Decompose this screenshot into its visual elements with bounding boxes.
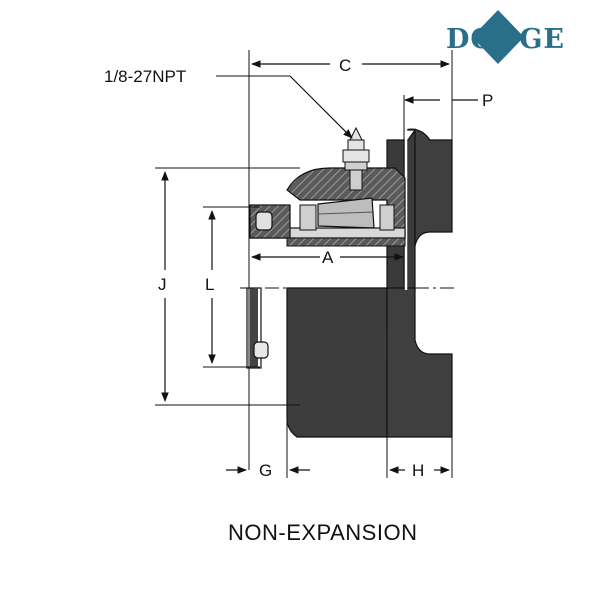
logo-diamond-icon	[472, 10, 524, 64]
dodge-logo: DODGE	[446, 10, 565, 64]
fitting-label: 1/8-27NPT	[104, 67, 186, 86]
dim-l-label: L	[205, 275, 214, 294]
lower-set-screw-icon	[253, 341, 269, 359]
grease-fitting	[342, 126, 370, 191]
dim-g-label: G	[259, 461, 272, 480]
set-screw-icon	[255, 211, 273, 231]
dim-h-label: H	[412, 461, 424, 480]
dim-a-label: A	[322, 248, 334, 267]
caption: NON-EXPANSION	[228, 520, 417, 545]
fitting-leader	[289, 75, 353, 139]
flange-ear-top	[404, 128, 453, 247]
dim-j-label: J	[158, 275, 167, 294]
dim-c-label: C	[339, 56, 351, 75]
logo-text: DODGE	[446, 24, 565, 55]
flange-ear-bottom	[386, 287, 453, 438]
bearing-housing	[246, 95, 453, 438]
dim-p-label: P	[482, 91, 493, 110]
housing-body	[286, 287, 391, 438]
seal	[379, 204, 395, 231]
